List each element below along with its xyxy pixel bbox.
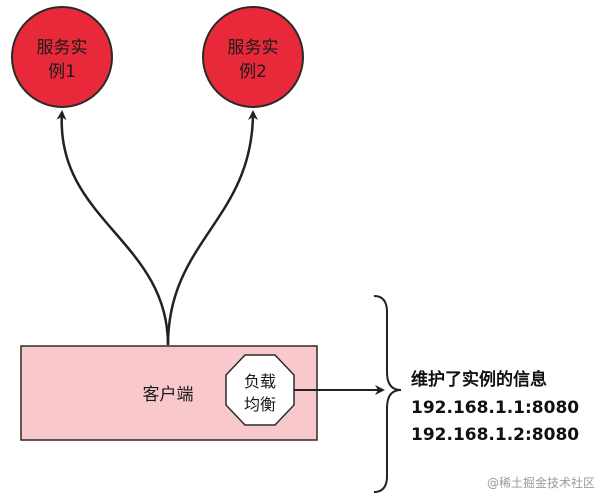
service-instance-2-circle [202,6,304,108]
instance-info-address-2: 192.168.1.2:8080 [411,425,579,445]
arrow-to-service-1 [56,110,170,346]
service-instance-1: 服务实 例1 [11,6,113,108]
load-balancer-label-line2: 均衡 [244,395,276,414]
service-instance-1-circle [11,6,113,108]
service-instance-2: 服务实 例2 [202,6,304,108]
service-instance-1-label-line2: 例1 [48,62,76,82]
load-balancer-octagon [225,354,295,426]
client-label: 客户端 [143,385,194,405]
arrow-to-service-2 [166,110,258,346]
instance-info: 维护了实例的信息 192.168.1.1:8080 192.168.1.2:80… [411,369,579,445]
watermark-text: @稀土掘金技术社区 [487,475,595,490]
instance-info-title: 维护了实例的信息 [411,369,547,390]
load-balancer: 负载 均衡 [225,354,295,426]
service-instance-1-label-line1: 服务实 [37,38,88,58]
load-balancer-label-line1: 负载 [244,372,276,391]
service-instance-2-label-line1: 服务实 [228,38,279,58]
service-instance-2-label-line2: 例2 [239,62,267,82]
curly-brace [373,295,402,493]
instance-info-address-1: 192.168.1.1:8080 [411,398,579,418]
